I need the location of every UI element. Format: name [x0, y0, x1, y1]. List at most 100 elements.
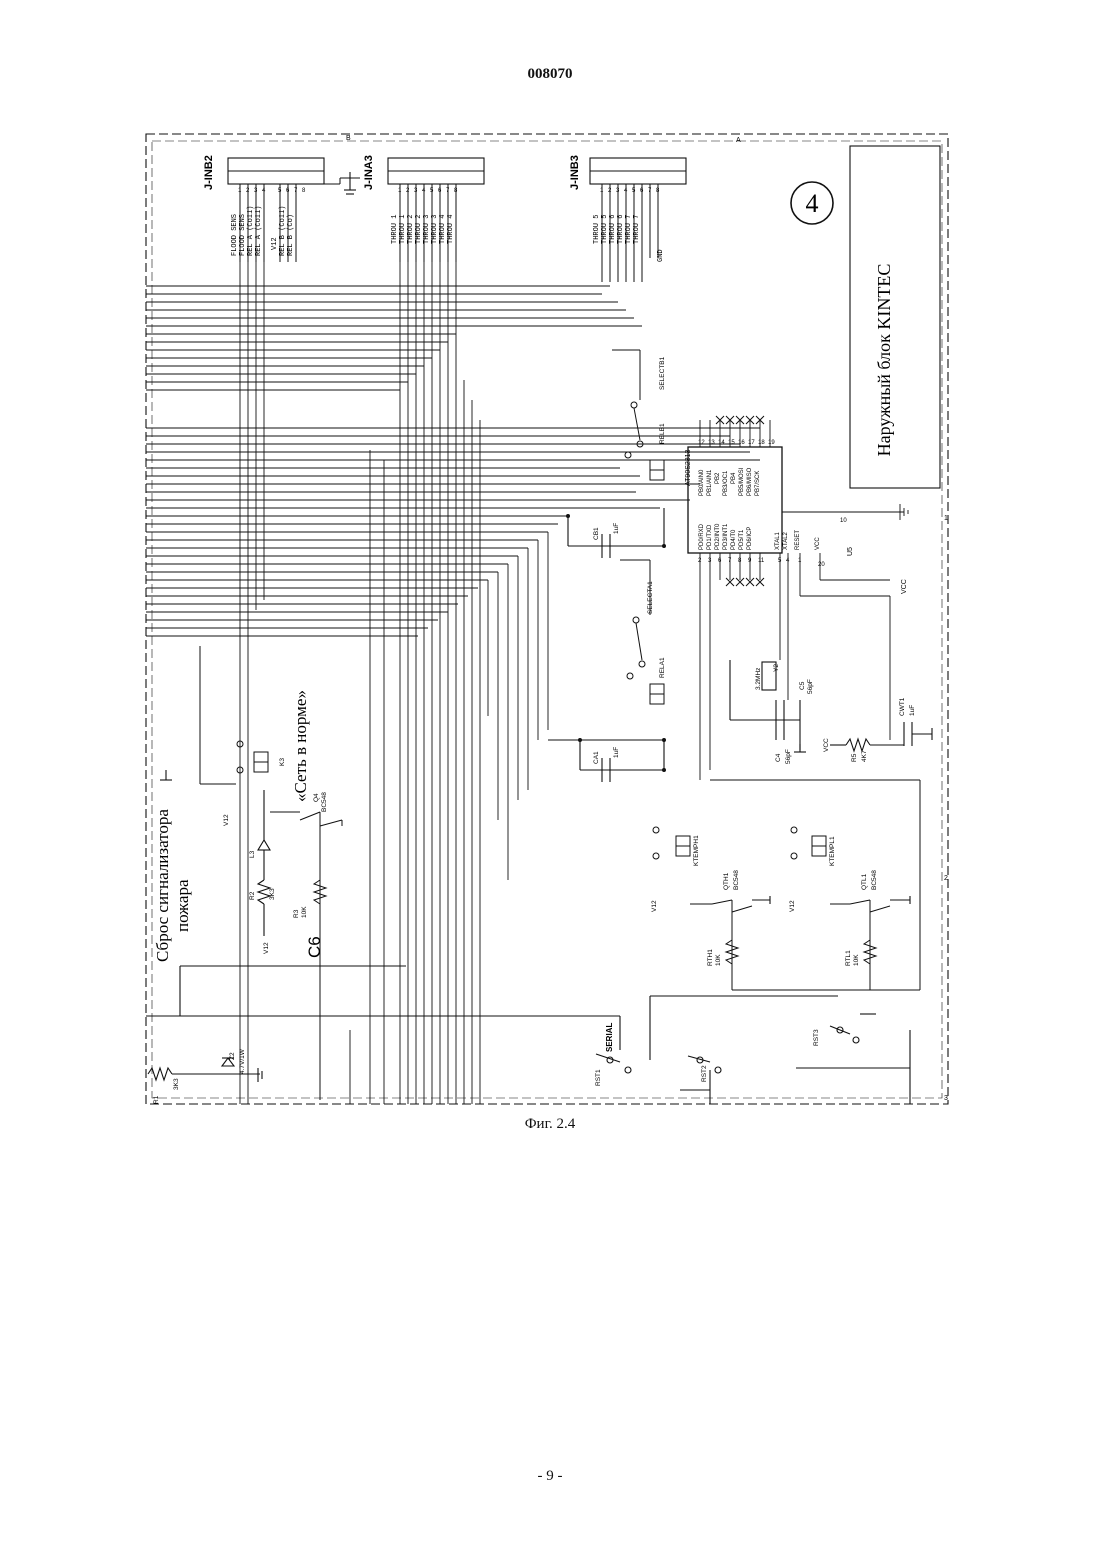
label-rst1: RST1	[595, 1069, 602, 1086]
mcu-ref: U5	[847, 547, 854, 556]
label-ca1-value: 1uF	[613, 747, 620, 758]
mcu-pin: PD6/ICP	[747, 527, 753, 550]
jinb2-signal: V12	[271, 237, 279, 250]
pin-number: 8	[454, 188, 458, 194]
pin-number: 1	[600, 188, 604, 194]
frame-mark: B	[346, 135, 351, 142]
label-l3: L3	[249, 850, 256, 858]
pin-number: 1	[398, 188, 402, 194]
label-ktempl1: KTEMPL1	[829, 836, 836, 866]
jina3-signal: THROU 2	[415, 215, 423, 244]
page-number-value: 9	[546, 1468, 554, 1484]
label-rth1: RTH1	[707, 949, 714, 966]
frame-mark: 1	[944, 515, 948, 522]
label-qtl1: QTL1	[861, 873, 868, 890]
label-v12: V12	[223, 814, 230, 826]
jinb3-signal: THROU 5	[601, 215, 609, 244]
jinb2-signals: FLOOD SENS FLOOD SENS REL A (Co11) REL A…	[231, 206, 295, 256]
label-rth1-value: 10K	[715, 954, 722, 966]
label-c4-value: 56pF	[785, 749, 792, 764]
annotation-fire-reset-line2: пожара	[173, 879, 192, 932]
pin-number: 8	[656, 188, 660, 194]
annotation-c6: С6	[305, 936, 324, 958]
label-serial: SERIAL	[605, 1023, 614, 1052]
jinb2-signal: FLOOD SENS	[239, 214, 247, 256]
pin-number: 3	[254, 188, 258, 194]
block-title: Наружный блок KINTEC	[874, 264, 894, 457]
component-labels: SELECTB1 RELB1 SELECTA1 RELA1 CB1 1uF CA…	[153, 356, 916, 1104]
jinb2-signal: REL A (Co11)	[247, 206, 255, 256]
mcu-pin: PB6/MISO	[747, 467, 753, 496]
label-rtl1: RTL1	[845, 950, 852, 966]
label-z2: Z2	[229, 1052, 236, 1060]
label-rela1: RELA1	[659, 657, 666, 678]
label-c5: C5	[799, 681, 806, 690]
mcu-pin: PB5/MOSI	[739, 467, 745, 496]
frame-mark: A	[736, 137, 741, 144]
block-number: 4	[806, 189, 819, 218]
mcu-pin: PB7/SCK	[755, 471, 761, 496]
label-rst3: RST3	[813, 1029, 820, 1046]
pin-number: 3	[616, 188, 620, 194]
figure-caption: Фиг. 2.4	[0, 1116, 1100, 1133]
mcu-pin: XTAL1	[775, 531, 781, 550]
label-r3: R3	[293, 909, 300, 918]
label-cb1-value: 1uF	[613, 523, 620, 534]
jina3-signal: THROU 1	[399, 215, 407, 244]
pin-number: 4	[262, 188, 266, 194]
label-selectb1: SELECTB1	[659, 356, 666, 390]
label-v12: V12	[263, 942, 270, 954]
pin-number: 5	[278, 188, 282, 194]
mcu-pin-number: 2	[698, 558, 702, 564]
pin-number: 2	[608, 188, 612, 194]
mcu-pin-number: 19	[768, 440, 775, 446]
label-selecta1: SELECTA1	[647, 581, 654, 614]
mcu-pin-number: 4	[786, 558, 790, 564]
label-z2-value: 4.7V/1W	[239, 1048, 246, 1074]
label-ca1: CA1	[593, 751, 600, 764]
jina3-signal: THROU 3	[423, 215, 431, 244]
pin-number: 6	[438, 188, 442, 194]
label-r1-value: 3K3	[173, 1078, 180, 1090]
jina3-signals: THROU 1 THROU 1 THROU 2 THROU 2 THROU 3 …	[391, 215, 455, 244]
frame-mark: 3	[944, 1095, 948, 1102]
label-cwt1: CWT1	[899, 697, 906, 716]
annotation-mains-ok: «Сеть в норме»	[291, 690, 310, 802]
mcu-pin-number: 10	[840, 518, 847, 524]
resistor-r1	[148, 1068, 172, 1080]
mcu-pin: VCC	[815, 537, 821, 550]
label-rst2: RST2	[701, 1065, 708, 1082]
connector-jinb2-title: J-INB2	[203, 155, 215, 190]
label-q4-value: BC548	[321, 792, 328, 812]
jina3-signal: THROU 1	[391, 215, 399, 244]
jinb2-signal: REL A (Co11)	[255, 206, 263, 256]
label-relb1: RELB1	[659, 423, 666, 444]
mcu-labels: AT90S2313 U5 PB0/AIN0 PB1/AIN1 PB2 PB3/O…	[685, 440, 908, 594]
pin-number: 2	[246, 188, 250, 194]
annotation-fire-reset-line1: Сброс сигнализатора	[153, 809, 172, 962]
pin-number: 2	[406, 188, 410, 194]
pin-number: 1	[238, 188, 242, 194]
jinb3-signal: THROU 7	[625, 215, 633, 244]
frame-mark: 2	[944, 875, 948, 882]
connector-pin-numbers: 1 2 3 4 5 6 7 8 1 2 3 4 5 6 7 8 1 2 3 4 …	[238, 188, 660, 194]
pin-number: 3	[414, 188, 418, 194]
mcu-pin-number: 18	[758, 440, 765, 446]
mcu-pin: PD2/INT0	[715, 523, 721, 550]
mcu-pin-number: 16	[738, 440, 745, 446]
label-v12: V12	[789, 900, 796, 912]
mcu-pin: PD4/T0	[731, 529, 737, 550]
pin-number: 7	[294, 188, 298, 194]
mcu-pin: PD1/TXD	[707, 524, 713, 550]
mcu-pin-number: 14	[718, 440, 725, 446]
pin-number: 4	[624, 188, 628, 194]
page-number: - 9 -	[0, 1468, 1100, 1485]
mcu-pin-number: 8	[738, 558, 742, 564]
label-r3-value: 10K	[301, 906, 308, 918]
mcu-pin-number: 7	[728, 558, 732, 564]
label-v12: V12	[651, 900, 658, 912]
label-cb1: CB1	[593, 527, 600, 540]
mcu-pin-number: 13	[708, 440, 715, 446]
jinb3-signal: THROU 6	[609, 215, 617, 244]
mcu-pin-number: 12	[698, 440, 705, 446]
